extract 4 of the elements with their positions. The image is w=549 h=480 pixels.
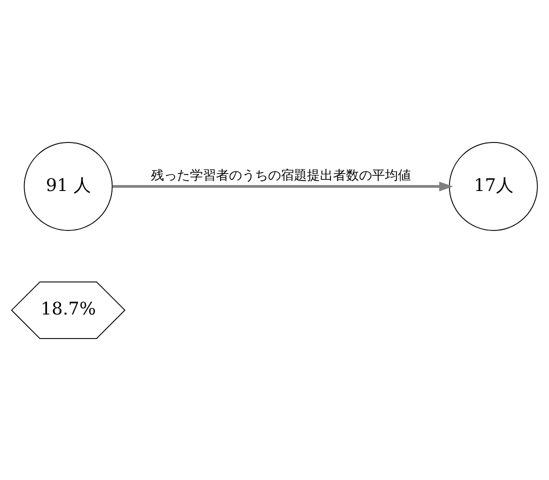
arrow — [112, 181, 454, 191]
edge-label: 残った学習者のうちの宿題提出者数の平均値 — [150, 168, 411, 184]
node-circle: 91 人 — [24, 142, 113, 230]
node-circle: 17人 — [448, 142, 538, 230]
